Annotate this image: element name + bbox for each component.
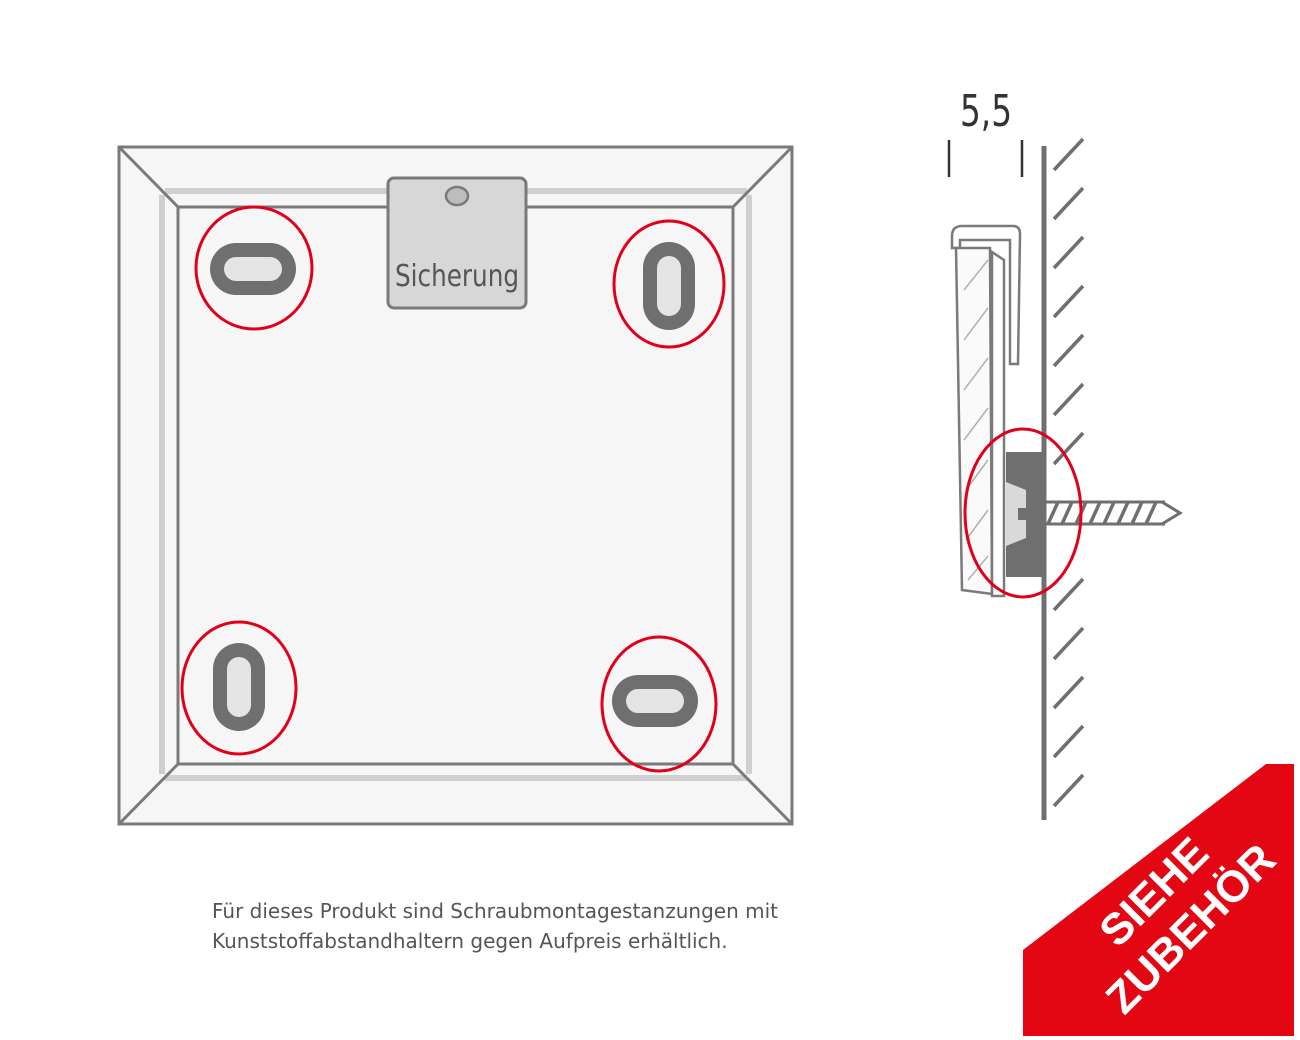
- highlight-circle-bottom-left: [180, 620, 298, 756]
- wall-hatching: [1052, 137, 1085, 808]
- highlight-circle-top-left: [194, 205, 314, 331]
- dimension-label: 5,5: [960, 86, 1012, 137]
- mounting-slots: [210, 242, 698, 731]
- highlight-circle-side-view: [963, 427, 1083, 599]
- spacer-block: [1006, 452, 1042, 577]
- slot-bottom-left: [213, 643, 265, 731]
- frame-corner-bevels: [117, 145, 794, 826]
- screw-head: [1006, 482, 1026, 546]
- side-view: 5,5: [947, 86, 1183, 820]
- screw: [1042, 500, 1183, 526]
- security-tab-hole: [444, 185, 470, 207]
- frame-back-view: Sicherung: [117, 145, 794, 826]
- wall: [1041, 137, 1085, 820]
- highlight-circle-bottom-right: [600, 635, 718, 773]
- security-tab-label: Sicherung: [395, 259, 519, 294]
- caption: Für dieses Produkt sind Schraubmontagest…: [212, 896, 912, 956]
- caption-line-2: Kunststoffabstandhaltern gegen Aufpreis …: [212, 929, 728, 953]
- dimension-ticks: [947, 140, 1024, 177]
- badge-shape: [1023, 764, 1294, 1036]
- frame-backing: [990, 249, 1006, 598]
- slot-top-right: [643, 242, 695, 330]
- slot-top-left: [210, 243, 296, 295]
- security-tab: Sicherung: [386, 176, 528, 310]
- highlight-circle-top-right: [612, 219, 726, 349]
- accessories-badge: SIEHE ZUBEHÖR: [1023, 764, 1294, 1036]
- frame-hook: [950, 224, 1022, 366]
- slot-highlight-circles: [180, 205, 726, 773]
- security-tab-plate: [386, 176, 528, 310]
- frame-body: [954, 246, 994, 596]
- caption-line-1: Für dieses Produkt sind Schraubmontagest…: [212, 899, 778, 923]
- slot-bottom-right: [612, 675, 698, 727]
